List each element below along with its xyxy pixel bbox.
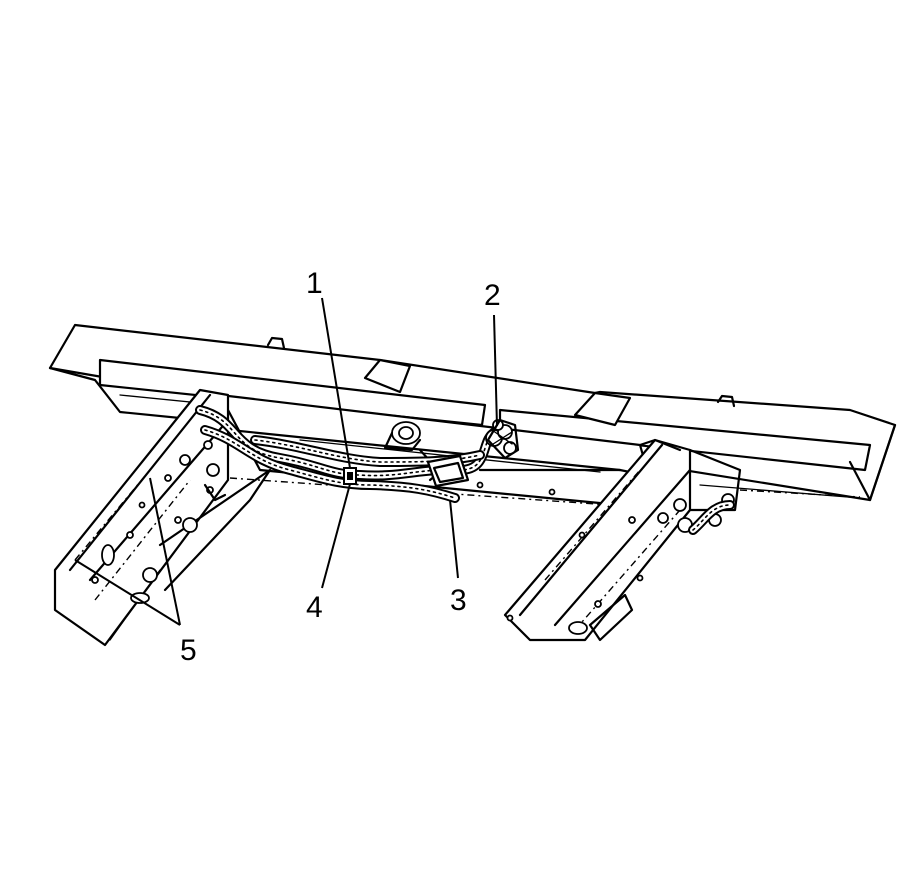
leader-line-4 (321, 483, 351, 589)
callout-2: 2 (484, 279, 501, 312)
frame-rail-right (503, 438, 742, 642)
leader-line-5a (149, 477, 181, 626)
leader-line-2 (493, 314, 498, 427)
frame-rail-left (53, 388, 272, 647)
callout-labels: 1 2 3 4 5 (180, 267, 501, 667)
leader-line-3 (449, 499, 459, 579)
callout-1: 1 (306, 267, 323, 300)
leader-line-5b (74, 559, 181, 626)
harness-connector (485, 418, 520, 460)
leader-lines (74, 297, 498, 626)
callout-3: 3 (450, 584, 467, 617)
callout-5: 5 (180, 634, 197, 667)
leader-line-1 (321, 297, 351, 469)
callout-4: 4 (306, 591, 323, 624)
wiring-harness (195, 405, 735, 535)
